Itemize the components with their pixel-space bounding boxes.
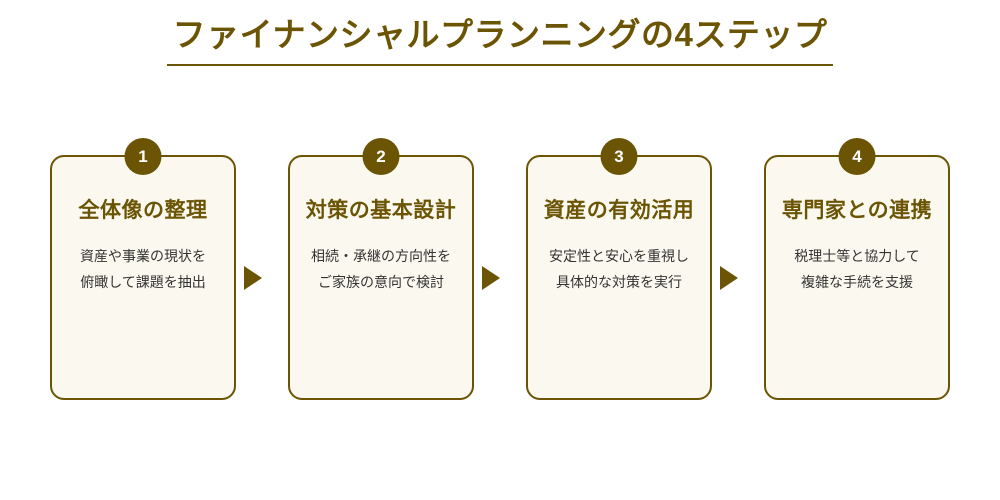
triangle-right-icon bbox=[720, 265, 756, 290]
step-heading: 資産の有効活用 bbox=[543, 199, 695, 222]
step-description: 資産や事業の現状を 俯瞰して課題を抽出 bbox=[80, 244, 206, 296]
step-description-line-1: 相続・承継の方向性を bbox=[311, 248, 451, 264]
step-description-line-2: 俯瞰して課題を抽出 bbox=[80, 273, 206, 290]
step-description-line-2: 複雑な手続を支援 bbox=[801, 273, 913, 290]
steps-flow: 1 全体像の整理 資産や事業の現状を 俯瞰して課題を抽出 2 対策の基本設計 相… bbox=[50, 138, 950, 400]
step-description: 安定性と安心を重視し 具体的な対策を実行 bbox=[549, 244, 689, 296]
step-card-2: 2 対策の基本設計 相続・承継の方向性を ご家族の意向で検討 bbox=[288, 138, 474, 400]
step-number-badge: 1 bbox=[124, 138, 162, 175]
step-description: 相続・承継の方向性を ご家族の意向で検討 bbox=[311, 244, 451, 296]
step-heading: 全体像の整理 bbox=[78, 199, 208, 222]
step-number-badge: 4 bbox=[838, 138, 876, 175]
triangle-right-icon bbox=[244, 265, 280, 290]
step-heading: 対策の基本設計 bbox=[305, 199, 457, 222]
step-description-line-2: ご家族の意向で検討 bbox=[318, 273, 444, 290]
step-description-line-2: 具体的な対策を実行 bbox=[556, 273, 682, 290]
step-number-badge: 2 bbox=[362, 138, 400, 175]
page-title: ファイナンシャルプランニングの4ステップ bbox=[166, 16, 834, 66]
step-card-3: 3 資産の有効活用 安定性と安心を重視し 具体的な対策を実行 bbox=[526, 138, 712, 400]
step-number-badge: 3 bbox=[600, 138, 638, 175]
step-description-line-1: 安定性と安心を重視し bbox=[549, 248, 689, 264]
step-card-4: 4 専門家との連携 税理士等と協力して 複雑な手続を支援 bbox=[764, 138, 950, 400]
page-title-container: ファイナンシャルプランニングの4ステップ bbox=[0, 16, 1000, 66]
step-heading: 専門家との連携 bbox=[781, 199, 933, 222]
step-card-1: 1 全体像の整理 資産や事業の現状を 俯瞰して課題を抽出 bbox=[50, 138, 236, 400]
step-description: 税理士等と協力して 複雑な手続を支援 bbox=[794, 244, 920, 296]
step-description-line-1: 資産や事業の現状を bbox=[80, 248, 206, 264]
step-description-line-1: 税理士等と協力して bbox=[794, 248, 920, 264]
triangle-right-icon bbox=[482, 265, 518, 290]
